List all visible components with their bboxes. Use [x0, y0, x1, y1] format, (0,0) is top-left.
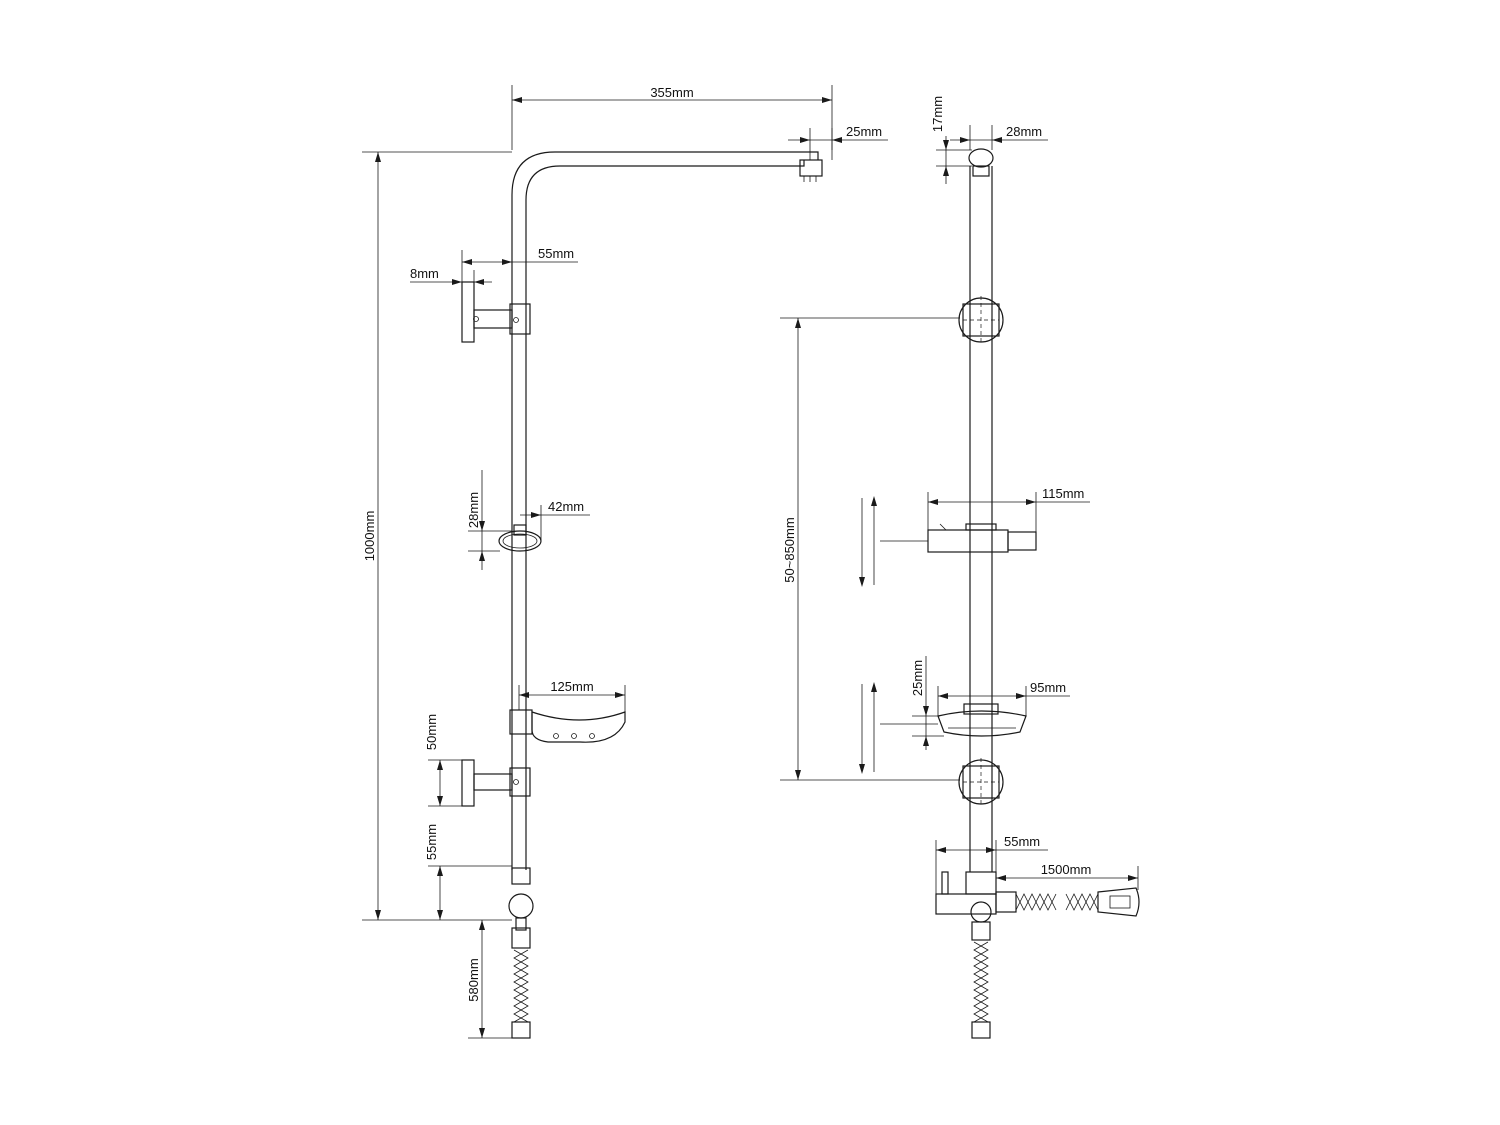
- right-shower-head: [968, 148, 994, 168]
- left-rail-outer: [511, 151, 819, 870]
- left-hose: [511, 927, 531, 1039]
- right-soap-dish: [880, 703, 1027, 737]
- left-diverter: [508, 867, 534, 931]
- right-view: 17mm 28mm 115mm: [780, 96, 1140, 1039]
- right-lower-bracket: [958, 758, 1004, 806]
- right-bottom-hose: [971, 921, 991, 1039]
- label-right-head-width: 28mm: [1006, 124, 1042, 139]
- dim-right-head-height: 17mm: [930, 96, 972, 184]
- dim-right-dish-width: 95mm: [937, 680, 1070, 716]
- dim-right-slider-width: 115mm: [927, 486, 1090, 532]
- left-shower-head: [799, 159, 823, 177]
- right-side-hose: [1015, 887, 1140, 917]
- right-diverter: [935, 871, 1017, 923]
- label-bracket-thickness: 8mm: [410, 266, 439, 281]
- label-hose-height: 580mm: [466, 958, 481, 1001]
- dim-soap-dish-width: 125mm: [518, 679, 626, 712]
- dim-bracket-offset: 55mm: [461, 246, 578, 282]
- slider-travel-arrows: [859, 496, 877, 774]
- left-lower-bracket: [461, 759, 531, 807]
- label-arm-length: 355mm: [650, 85, 693, 100]
- label-head-width: 25mm: [846, 124, 882, 139]
- dim-holder-width: 42mm: [520, 499, 590, 540]
- dim-diverter-height: 55mm: [424, 824, 512, 920]
- label-right-head-height: 17mm: [930, 96, 945, 132]
- label-right-slider-width: 115mm: [1042, 486, 1084, 501]
- left-upper-bracket: [461, 281, 531, 343]
- left-soap-dish: [509, 709, 626, 743]
- label-total-height: 1000mm: [362, 511, 377, 562]
- dim-hose-height: 580mm: [466, 920, 512, 1039]
- label-diverter-height: 55mm: [424, 824, 439, 860]
- label-right-dish-width: 95mm: [1030, 680, 1066, 695]
- dim-arm-length: 355mm: [511, 85, 833, 150]
- left-handshower-holder: [498, 524, 542, 552]
- label-lower-bracket: 50mm: [424, 714, 439, 750]
- dim-lower-bracket: 50mm: [424, 714, 462, 807]
- dim-right-head-width: 28mm: [950, 124, 1048, 150]
- left-view: 355mm 25mm 55mm 8mm: [362, 85, 888, 1039]
- label-holder-height: 28mm: [466, 492, 481, 528]
- label-bracket-offset: 55mm: [538, 246, 574, 261]
- right-slider: [880, 523, 1037, 553]
- label-adjust-range: 50~850mm: [782, 517, 797, 582]
- label-soap-dish-width: 125mm: [550, 679, 593, 694]
- dim-head-width: 25mm: [788, 124, 888, 160]
- label-right-diverter-offset: 55mm: [1004, 834, 1040, 849]
- label-holder-width: 42mm: [548, 499, 584, 514]
- left-rail-inner: [525, 160, 805, 870]
- dim-right-dish-height: 25mm: [910, 656, 944, 750]
- dim-hose-length: 1500mm: [996, 862, 1139, 890]
- right-upper-bracket: [958, 296, 1004, 344]
- dim-holder-height: 28mm: [466, 470, 512, 570]
- label-hose-length: 1500mm: [1041, 862, 1092, 877]
- dim-adjust-range: 50~850mm: [780, 317, 960, 781]
- dim-bracket-thickness: 8mm: [410, 266, 492, 300]
- label-right-dish-height: 25mm: [910, 660, 925, 696]
- dim-right-diverter-offset: 55mm: [935, 834, 1048, 894]
- dim-total-height: 1000mm: [362, 151, 512, 921]
